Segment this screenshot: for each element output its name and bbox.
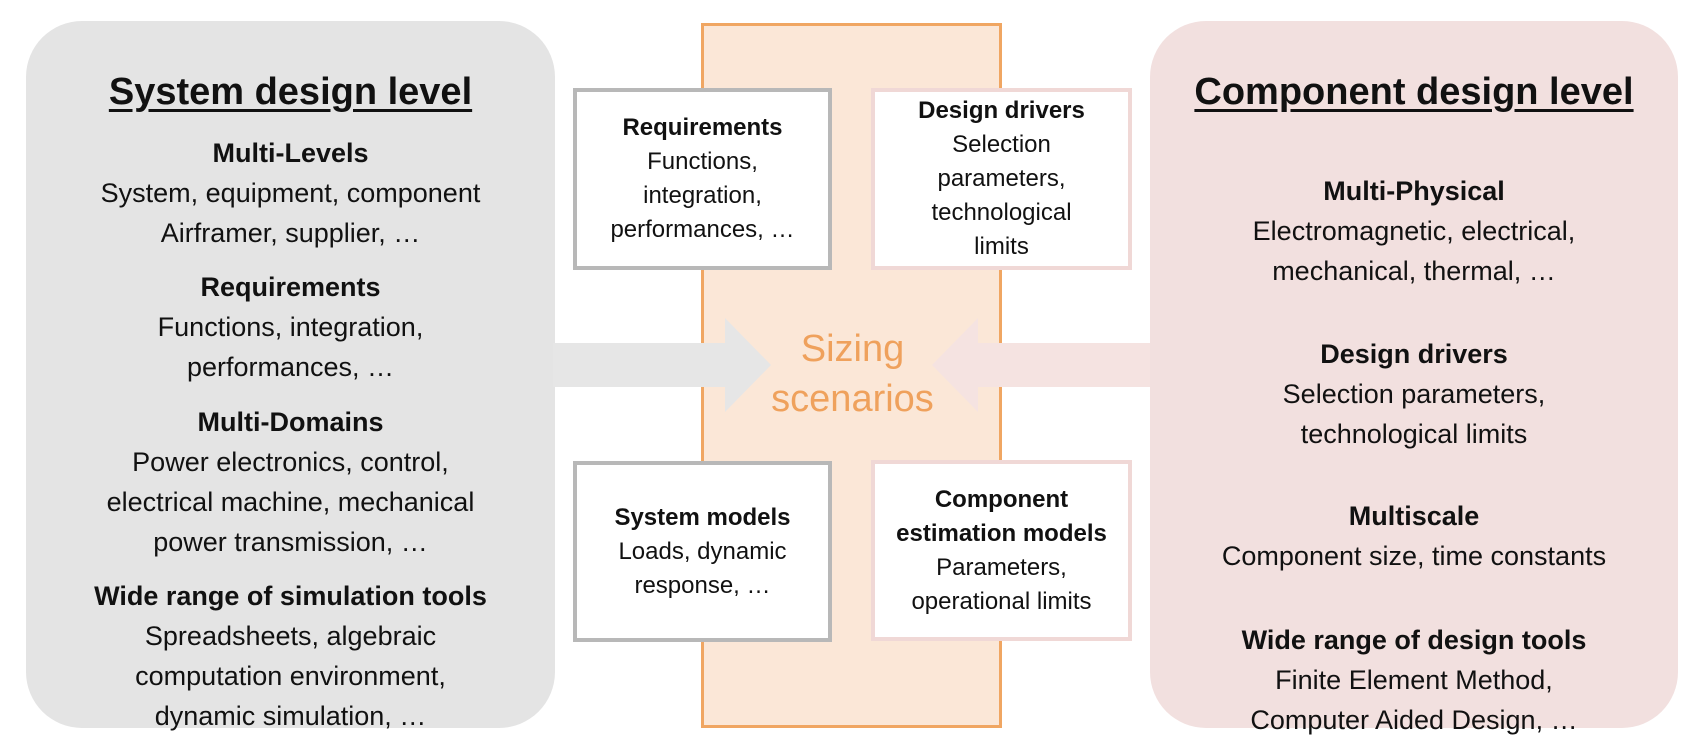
block-line: Power electronics, control, bbox=[132, 447, 449, 477]
card-line: limits bbox=[974, 233, 1029, 260]
card-heading: System models bbox=[614, 503, 791, 531]
block-line: Airframer, supplier, … bbox=[160, 218, 421, 248]
left-arrow-icon bbox=[553, 318, 771, 412]
block-heading: Multiscale bbox=[1348, 501, 1480, 531]
block-line: mechanical, thermal, … bbox=[1272, 256, 1556, 286]
card-line: parameters, bbox=[937, 165, 1066, 192]
block-heading: Multi-Levels bbox=[212, 138, 369, 168]
block-line: power transmission, … bbox=[153, 527, 428, 557]
card-line: response, … bbox=[634, 571, 771, 599]
card-heading: Requirements bbox=[622, 114, 783, 141]
requirements-card: Requirements Functions, integration, per… bbox=[573, 88, 832, 270]
component-design-title: Component design level bbox=[1194, 71, 1634, 113]
block-heading: Multi-Domains bbox=[197, 407, 384, 437]
center-label-line: Sizing bbox=[800, 328, 905, 370]
card-line: Parameters, bbox=[936, 553, 1067, 581]
card-line: Functions, bbox=[647, 148, 758, 175]
card-heading: Design drivers bbox=[918, 97, 1085, 124]
block-heading: Multi-Physical bbox=[1323, 176, 1505, 206]
system-models-card: System models Loads, dynamic response, … bbox=[573, 461, 832, 642]
component-block-multi-physical: Multi-Physical Electromagnetic, electric… bbox=[1150, 171, 1678, 291]
system-block-multi-levels: Multi-Levels System, equipment, componen… bbox=[26, 133, 555, 253]
block-line: Functions, integration, bbox=[157, 312, 424, 342]
block-line: technological limits bbox=[1300, 419, 1528, 449]
sizing-scenarios-label: Sizing scenarios bbox=[730, 324, 975, 424]
block-heading: Design drivers bbox=[1320, 339, 1508, 369]
component-block-design-drivers: Design drivers Selection parameters, tec… bbox=[1150, 334, 1678, 454]
block-line: performances, … bbox=[186, 352, 395, 382]
card-line: integration, bbox=[643, 182, 762, 209]
system-block-requirements: Requirements Functions, integration, per… bbox=[26, 267, 555, 387]
system-design-title: System design level bbox=[108, 71, 473, 113]
component-block-multiscale: Multiscale Component size, time constant… bbox=[1150, 496, 1678, 576]
card-line: technological bbox=[931, 199, 1072, 226]
block-line: electrical machine, mechanical bbox=[106, 487, 475, 517]
block-heading: Requirements bbox=[200, 272, 381, 302]
block-heading: Wide range of design tools bbox=[1241, 625, 1587, 655]
right-arrow-icon bbox=[932, 318, 1150, 412]
design-drivers-card: Design drivers Selection parameters, tec… bbox=[871, 88, 1132, 270]
block-line: Spreadsheets, algebraic bbox=[144, 621, 437, 651]
block-line: Computer Aided Design, … bbox=[1250, 705, 1578, 735]
card-line: Selection bbox=[952, 131, 1051, 158]
system-block-simulation-tools: Wide range of simulation tools Spreadshe… bbox=[26, 576, 555, 736]
block-line: System, equipment, component bbox=[100, 178, 481, 208]
system-block-multi-domains: Multi-Domains Power electronics, control… bbox=[26, 402, 555, 562]
block-line: dynamic simulation, … bbox=[154, 701, 427, 731]
center-label-line: scenarios bbox=[771, 378, 934, 420]
card-line: performances, … bbox=[610, 216, 795, 243]
card-line: operational limits bbox=[911, 587, 1092, 615]
block-heading: Wide range of simulation tools bbox=[94, 581, 487, 611]
card-line: Loads, dynamic bbox=[618, 537, 787, 565]
card-heading: estimation models bbox=[896, 519, 1107, 547]
block-line: Electromagnetic, electrical, bbox=[1252, 216, 1576, 246]
block-line: computation environment, bbox=[135, 661, 446, 691]
component-estimation-models-card: Component estimation models Parameters, … bbox=[871, 460, 1132, 641]
component-block-design-tools: Wide range of design tools Finite Elemen… bbox=[1150, 620, 1678, 740]
block-line: Selection parameters, bbox=[1282, 379, 1546, 409]
card-heading: Component bbox=[934, 485, 1069, 513]
component-design-panel: Component design level Multi-Physical El… bbox=[1150, 21, 1678, 735]
block-line: Component size, time constants bbox=[1221, 541, 1607, 571]
system-design-panel: System design level Multi-Levels System,… bbox=[26, 21, 555, 731]
block-line: Finite Element Method, bbox=[1275, 665, 1553, 695]
